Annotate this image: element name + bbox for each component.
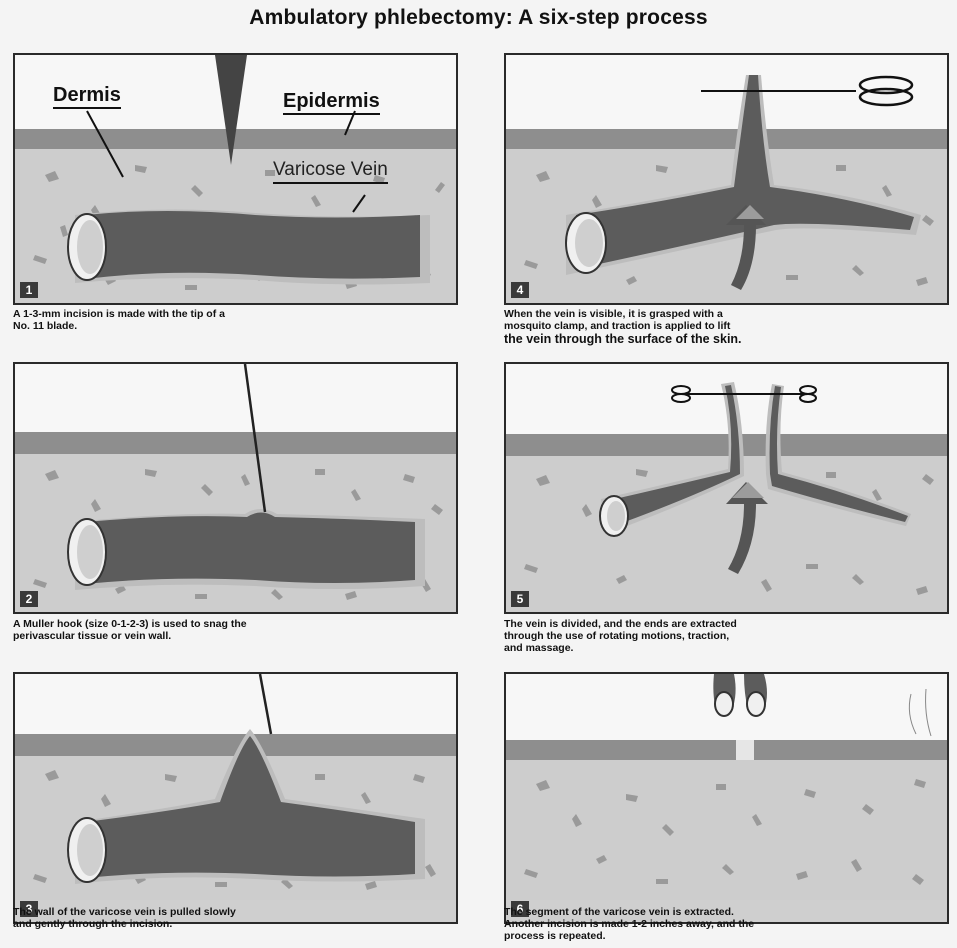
caption-line: perivascular tissue or vein wall. [13,630,458,642]
step-5-caption: The vein is divided, and the ends are ex… [504,618,949,654]
step-6-caption: The segment of the varicose vein is extr… [504,906,949,942]
caption-line: No. 11 blade. [13,320,458,332]
caption-line: The vein is divided, and the ends are ex… [504,618,949,630]
step-4-illustration [506,55,947,303]
caption-line: When the vein is visible, it is grasped … [504,308,949,320]
caption-line: Another incision is made 1-2 inches away… [504,918,949,930]
caption-line: A Muller hook (size 0-1-2-3) is used to … [13,618,458,630]
caption-line: the vein through the surface of the skin… [504,332,949,346]
step-4-caption: When the vein is visible, it is grasped … [504,308,949,346]
caption-line: A 1-3-mm incision is made with the tip o… [13,308,458,320]
caption-line: and massage. [504,642,949,654]
step-3-caption: The wall of the varicose vein is pulled … [13,906,458,930]
step-3-panel: 3 [13,672,458,924]
epidermis-label: Epidermis [283,89,380,115]
step-number-5: 5 [511,591,529,607]
caption-line: The segment of the varicose vein is extr… [504,906,949,918]
step-1-caption: A 1-3-mm incision is made with the tip o… [13,308,458,332]
caption-line: through the use of rotating motions, tra… [504,630,949,642]
step-6-panel: 6 [504,672,949,924]
step-4-panel: 4 [504,53,949,305]
step-6-illustration [506,674,947,900]
step-3-illustration [15,674,456,900]
step-number-2: 2 [20,591,38,607]
step-2-illustration [15,364,456,612]
step-5-panel: 5 [504,362,949,614]
page-title: Ambulatory phlebectomy: A six-step proce… [0,6,957,30]
varicose-vein-label: Varicose Vein [273,158,388,184]
caption-line: The wall of the varicose vein is pulled … [13,906,458,918]
caption-line: process is repeated. [504,930,949,942]
dermis-label: Dermis [53,83,121,109]
step-2-caption: A Muller hook (size 0-1-2-3) is used to … [13,618,458,642]
step-1-panel: Dermis Epidermis Varicose Vein 1 [13,53,458,305]
step-5-illustration [506,364,947,612]
step-number-1: 1 [20,282,38,298]
caption-line: and gently through the incision. [13,918,458,930]
step-number-4: 4 [511,282,529,298]
caption-line: mosquito clamp, and traction is applied … [504,320,949,332]
step-2-panel: 2 [13,362,458,614]
